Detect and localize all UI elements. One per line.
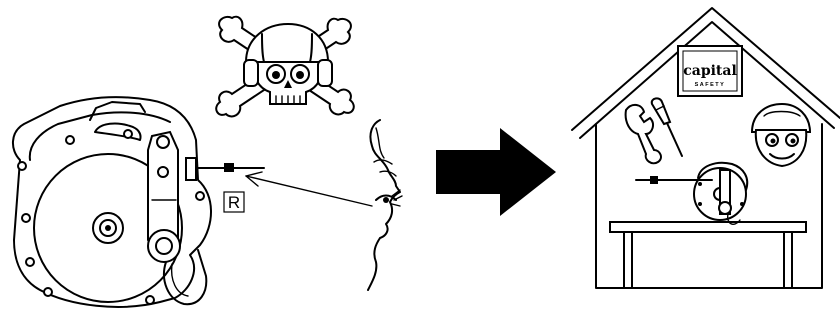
inspection-marker: R: [224, 192, 244, 212]
srl-axle: [105, 225, 111, 231]
storage-shelf: [610, 222, 806, 232]
srl-top-grip: [95, 124, 141, 140]
srl-snap-gate: [172, 264, 188, 296]
bolt: [196, 192, 204, 200]
brand-logo-name: capital: [683, 63, 737, 79]
cable-stop: [224, 163, 234, 172]
brand-logo: capital SAFETY: [678, 46, 742, 96]
bolt: [124, 130, 132, 138]
bolt: [44, 288, 52, 296]
sight-line-arrow: [246, 172, 372, 206]
skull-crossbones-icon: [216, 17, 354, 117]
arrow-right-icon: [436, 128, 556, 216]
self-retracting-lifeline-icon: [636, 163, 747, 224]
srl-top-handle: [90, 102, 145, 120]
bolt: [146, 296, 154, 304]
bolt: [26, 258, 34, 266]
brand-logo-tagline: SAFETY: [695, 82, 726, 88]
bolt: [22, 214, 30, 222]
cable-guide: [186, 158, 196, 180]
srl-swivel-ring-inner: [156, 238, 172, 254]
arm-bolt: [158, 167, 168, 177]
wrench-icon: [626, 105, 661, 163]
screwdriver-icon: [652, 98, 682, 156]
bolt: [18, 162, 26, 170]
inspector-face-icon: [368, 120, 402, 290]
mascot-helmet-icon: [752, 104, 810, 166]
arm-pivot: [157, 136, 169, 148]
inspection-marker-letter: R: [228, 193, 240, 212]
bolt: [66, 136, 74, 144]
